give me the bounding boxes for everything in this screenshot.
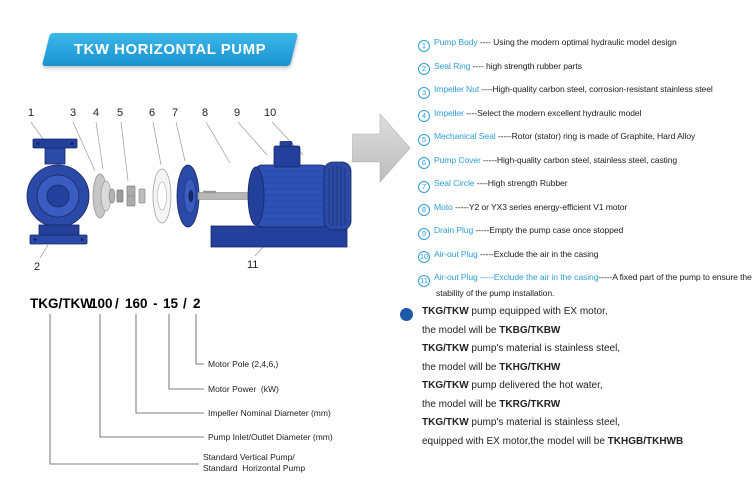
parts-list-item: 4 Impeller ----Select the modern excellen… [418, 107, 754, 122]
part-name: Seal Ring [434, 60, 471, 71]
note-line: TKG/TKW pump's material is stainless ste… [422, 417, 621, 428]
part-description: -----Empty the pump case once stopped [473, 225, 624, 235]
label-inlet-outlet: Pump Inlet/Outlet Diameter (mm) [208, 432, 333, 442]
parts-list-item: 10 Air-out Plug -----Exclude the air in t… [418, 248, 754, 263]
part-name: Impeller Nut [434, 84, 480, 94]
diagram-label-7: 7 [172, 107, 179, 119]
label-standard-line1: Standard Vertical Pump/ [203, 452, 295, 462]
model-code-d2: 160 [125, 296, 148, 311]
diagram-label-10: 10 [264, 107, 277, 119]
circled-number: 2 [418, 63, 430, 75]
model-code-s2: - [153, 296, 158, 311]
part-name-extension: -----Exclude the air in the casing [477, 272, 599, 282]
circled-number: 8 [418, 204, 430, 216]
parts-list-item: 6 Pump Cover -----High-quality carbon ste… [418, 154, 754, 169]
diagram-label-3: 3 [70, 107, 77, 119]
model-code-d1: 100 [90, 296, 113, 311]
parts-list-item: 2 Seal Ring ---- high strength rubber par… [418, 60, 754, 75]
title-banner: TKW HORIZONTAL PUMP [41, 33, 299, 66]
model-code-s3: / [183, 296, 187, 311]
label-motor-power: Motor Power (kW) [208, 384, 279, 394]
bullet-icon [400, 308, 413, 321]
circled-number: 5 [418, 133, 430, 146]
diagram-label-8: 8 [202, 107, 209, 119]
diagram-label-2: 2 [34, 261, 41, 273]
note-line: TKG/TKW pump delivered the hot water, [422, 380, 603, 391]
note-line: the model will be TKHG/TKHW [422, 361, 561, 373]
part-name: Seal Circle [434, 178, 475, 188]
label-standard-line2: Standard Horizontal Pump [203, 463, 306, 473]
note-line: equipped with EX motor,the model will be… [422, 435, 684, 447]
part-description: ----High-quality carbon steel, corrosion… [479, 84, 713, 94]
part-description: -----Exclude the air in the casing [477, 248, 599, 259]
circled-number: 9 [418, 227, 430, 240]
diagram-label-4: 4 [93, 107, 100, 119]
parts-list-item: 3 Impeller Nut ----High-quality carbon st… [418, 83, 754, 99]
diagram-label-5: 5 [117, 107, 124, 119]
note-line: TKG/TKW pump's material is stainless ste… [422, 343, 621, 354]
model-variant-notes: TKG/TKW pump equipped with EX motor, the… [400, 303, 756, 451]
part-name: Pump Cover [434, 154, 481, 165]
circled-number: 7 [418, 180, 430, 193]
diagram-label-1: 1 [28, 107, 35, 119]
parts-list-item: 11 Air-out Plug -----Exclude the air in t… [418, 271, 754, 299]
parts-list-item: 1 Pump Body ---- Using the modern optimal… [418, 36, 754, 52]
circled-number: 4 [418, 110, 430, 122]
arrow-right-icon [352, 113, 411, 183]
part-name: Impeller [434, 107, 464, 118]
part-name: Air-out Plug [434, 272, 478, 282]
part-name: Drain Plug [434, 225, 474, 235]
part-description: -----Y2 or YX3 series energy-efficient V… [452, 201, 628, 212]
part-name: Moto [434, 201, 453, 212]
model-code-d3: 15 [163, 296, 179, 311]
circled-number: 11 [418, 274, 430, 287]
part-description: -----Rotor (stator) ring is made of Grap… [495, 131, 696, 141]
page-title: TKW HORIZONTAL PUMP [73, 41, 267, 58]
parts-list-item: 5 Mechanical Seal -----Rotor (stator) rin… [418, 130, 754, 146]
model-code-s1: / [115, 296, 119, 311]
diagram-label-6: 6 [149, 107, 156, 119]
label-impeller-diameter: Impeller Nominal Diameter (mm) [208, 408, 331, 418]
part-description: -----High-quality carbon steel, stainles… [480, 154, 678, 165]
model-code-leader-lines [49, 314, 204, 465]
circled-number: 10 [418, 251, 430, 263]
diagram-label-9: 9 [234, 107, 241, 119]
part-description: ----Select the modern excellent hydrauli… [463, 107, 642, 118]
part-description: -----A fixed part of the pump to ensure … [436, 272, 752, 298]
label-motor-pole: Motor Pole (2,4,6,) [208, 359, 279, 369]
part-description: ---- Using the modern optimal hydraulic … [477, 37, 677, 47]
circled-number: 1 [418, 39, 430, 52]
note-line: the model will be TKRG/TKRW [422, 398, 561, 410]
note-line: the model will be TKBG/TKBW [422, 324, 561, 336]
part-name: Mechanical Seal [434, 131, 496, 141]
note-line: TKG/TKW pump equipped with EX motor, [422, 306, 608, 317]
part-name: Air-out Plug [434, 248, 478, 259]
part-name: Pump Body [434, 37, 478, 47]
circled-number: 3 [418, 86, 430, 99]
part-description: ---- high strength rubber parts [470, 60, 582, 71]
parts-list: 1 Pump Body ---- Using the modern optimal… [418, 36, 754, 307]
diagram-label-11: 11 [247, 259, 259, 271]
parts-list-item: 7 Seal Circle ----High strength Rubber [418, 177, 754, 193]
circled-number: 6 [418, 157, 430, 169]
model-code-prefix: TKG/TKW [30, 296, 93, 311]
parts-list-item: 9 Drain Plug -----Empty the pump case onc… [418, 224, 754, 240]
model-code-d4: 2 [193, 296, 201, 311]
pump-exploded-diagram [26, 121, 352, 259]
part-description: ----High strength Rubber [474, 178, 568, 188]
parts-list-item: 8 Moto -----Y2 or YX3 series energy-effic… [418, 201, 754, 216]
